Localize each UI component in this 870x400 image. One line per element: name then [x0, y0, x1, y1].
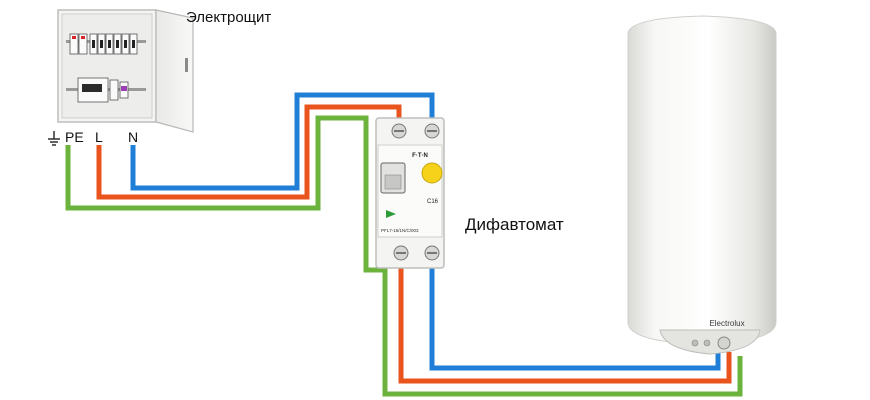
terminal-label-pe: PE: [65, 129, 84, 145]
wires: [65, 92, 743, 397]
ground-symbol-icon: [48, 131, 60, 146]
earth-wire: [65, 115, 743, 397]
neutral-wire-input: [130, 92, 435, 191]
breaker-label: Дифавтомат: [465, 215, 564, 234]
panel-door: [155, 9, 194, 133]
terminal-label-n: N: [128, 129, 138, 145]
electrical-panel: [57, 9, 194, 133]
rcbo-bottom-terminals: [393, 245, 440, 261]
phase-wire-input: [96, 104, 402, 200]
rcbo-test-button[interactable]: [421, 162, 443, 184]
rcbo-brand: F·T·N: [412, 153, 428, 159]
phase-wire-output: [398, 262, 732, 384]
rcbo-model: PFL7-16/1N/C/003: [381, 228, 419, 233]
heater-brand: Electrolux: [709, 319, 744, 328]
heater-thermostat-knob[interactable]: [717, 336, 731, 350]
panel-energy-meter: [77, 77, 129, 103]
terminal-label-l: L: [95, 129, 103, 145]
neutral-wire-output: [429, 262, 721, 371]
water-heater: Electrolux: [627, 15, 777, 355]
rcbo-indicator-icon: [386, 210, 396, 218]
panel-label: Электрощит: [186, 9, 271, 26]
panel-breaker-row: [69, 33, 138, 55]
rcbo-rating: C16: [427, 199, 439, 205]
rcbo-device: F·T·N C16 PFL7-16/1N/C/003: [375, 117, 445, 269]
rcbo-top-terminals: [391, 123, 440, 139]
